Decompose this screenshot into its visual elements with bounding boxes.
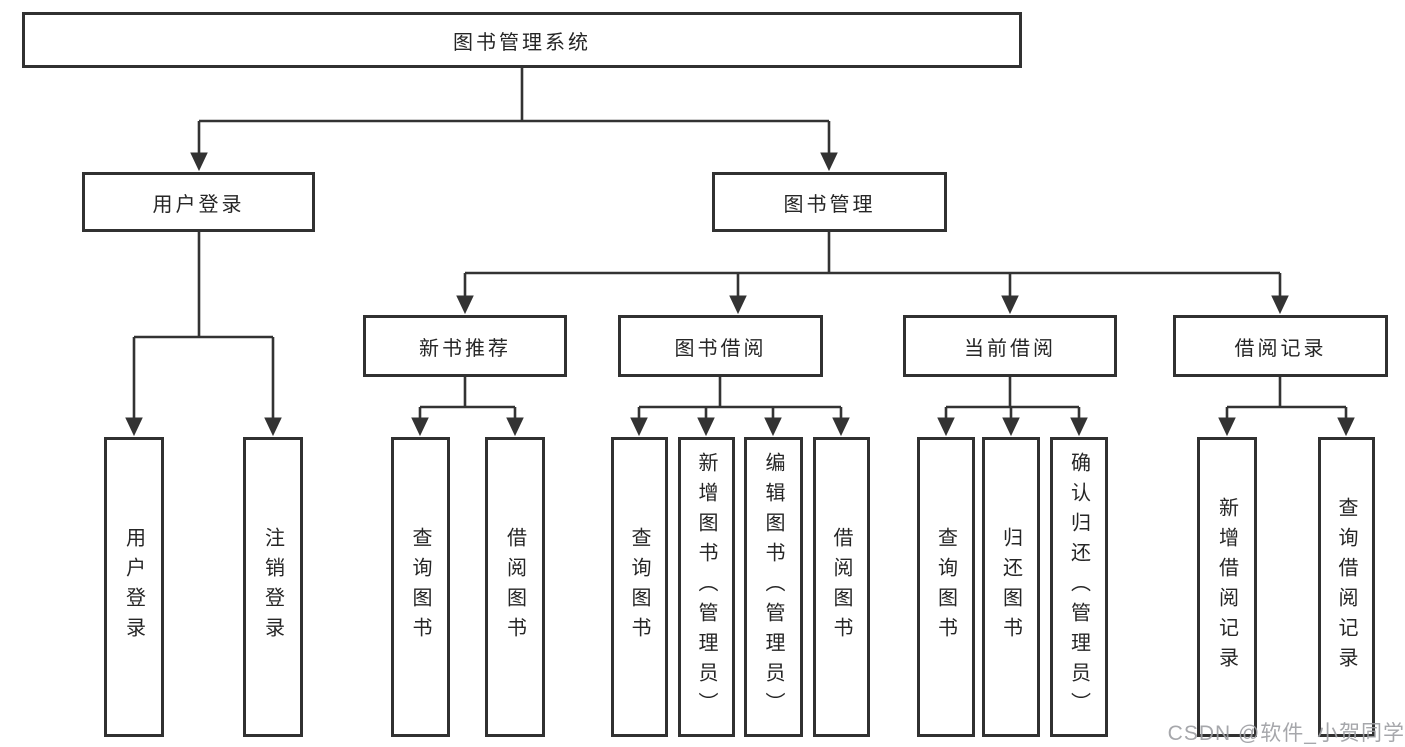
leaf-records-add-record: 新增借阅记录 [1197,437,1257,737]
node-new-book-recommend-label: 新书推荐 [419,337,511,360]
node-borrow-records-label: 借阅记录 [1234,337,1327,360]
node-user-login: 用户登录 [82,172,315,232]
leaf-borrow-borrow-books-label: 借阅图书 [830,527,852,647]
leaf-rec-borrow-books: 借阅图书 [485,437,545,737]
node-root-label: 图书管理系统 [453,31,591,54]
node-root: 图书管理系统 [22,12,1022,68]
node-book-borrow-label: 图书借阅 [674,337,767,360]
leaf-user-login: 用户登录 [104,437,164,737]
leaf-rec-borrow-books-label: 借阅图书 [503,527,526,647]
leaf-borrow-edit-books-admin-label: 编辑图书（管理员） [762,452,784,722]
csdn-watermark: CSDN @软件_小贺同学 [1167,722,1405,745]
node-book-management: 图书管理 [712,172,947,232]
leaf-current-query-books: 查询图书 [917,437,975,737]
connector-lines [132,68,1348,421]
node-user-login-label: 用户登录 [152,193,245,216]
leaf-borrow-query-books-label: 查询图书 [628,527,650,647]
leaf-borrow-query-books: 查询图书 [611,437,668,737]
leaf-borrow-borrow-books: 借阅图书 [813,437,870,737]
leaf-current-return-books: 归还图书 [982,437,1040,737]
leaf-current-query-books-label: 查询图书 [934,527,957,647]
leaf-current-confirm-return-admin-label: 确认归还（管理员） [1067,452,1090,722]
leaf-borrow-add-books-admin: 新增图书（管理员） [678,437,735,737]
arrowheads [125,152,1355,437]
node-book-management-label: 图书管理 [783,193,876,216]
leaf-borrow-add-books-admin-label: 新增图书（管理员） [695,452,717,722]
node-new-book-recommend: 新书推荐 [363,315,567,377]
leaf-current-confirm-return-admin: 确认归还（管理员） [1050,437,1108,737]
leaf-borrow-edit-books-admin: 编辑图书（管理员） [744,437,803,737]
leaf-rec-query-books: 查询图书 [391,437,450,737]
leaf-logout: 注销登录 [243,437,303,737]
leaf-rec-query-books-label: 查询图书 [409,527,431,647]
node-current-borrow-label: 当前借阅 [964,337,1056,360]
node-book-borrow: 图书借阅 [618,315,823,377]
leaf-user-login-label: 用户登录 [122,527,145,647]
node-current-borrow: 当前借阅 [903,315,1117,377]
node-borrow-records: 借阅记录 [1173,315,1388,377]
leaf-records-add-record-label: 新增借阅记录 [1215,497,1238,677]
leaf-logout-label: 注销登录 [261,527,284,647]
leaf-current-return-books-label: 归还图书 [999,527,1022,647]
leaf-records-query-record-label: 查询借阅记录 [1335,497,1357,677]
leaf-records-query-record: 查询借阅记录 [1318,437,1375,737]
